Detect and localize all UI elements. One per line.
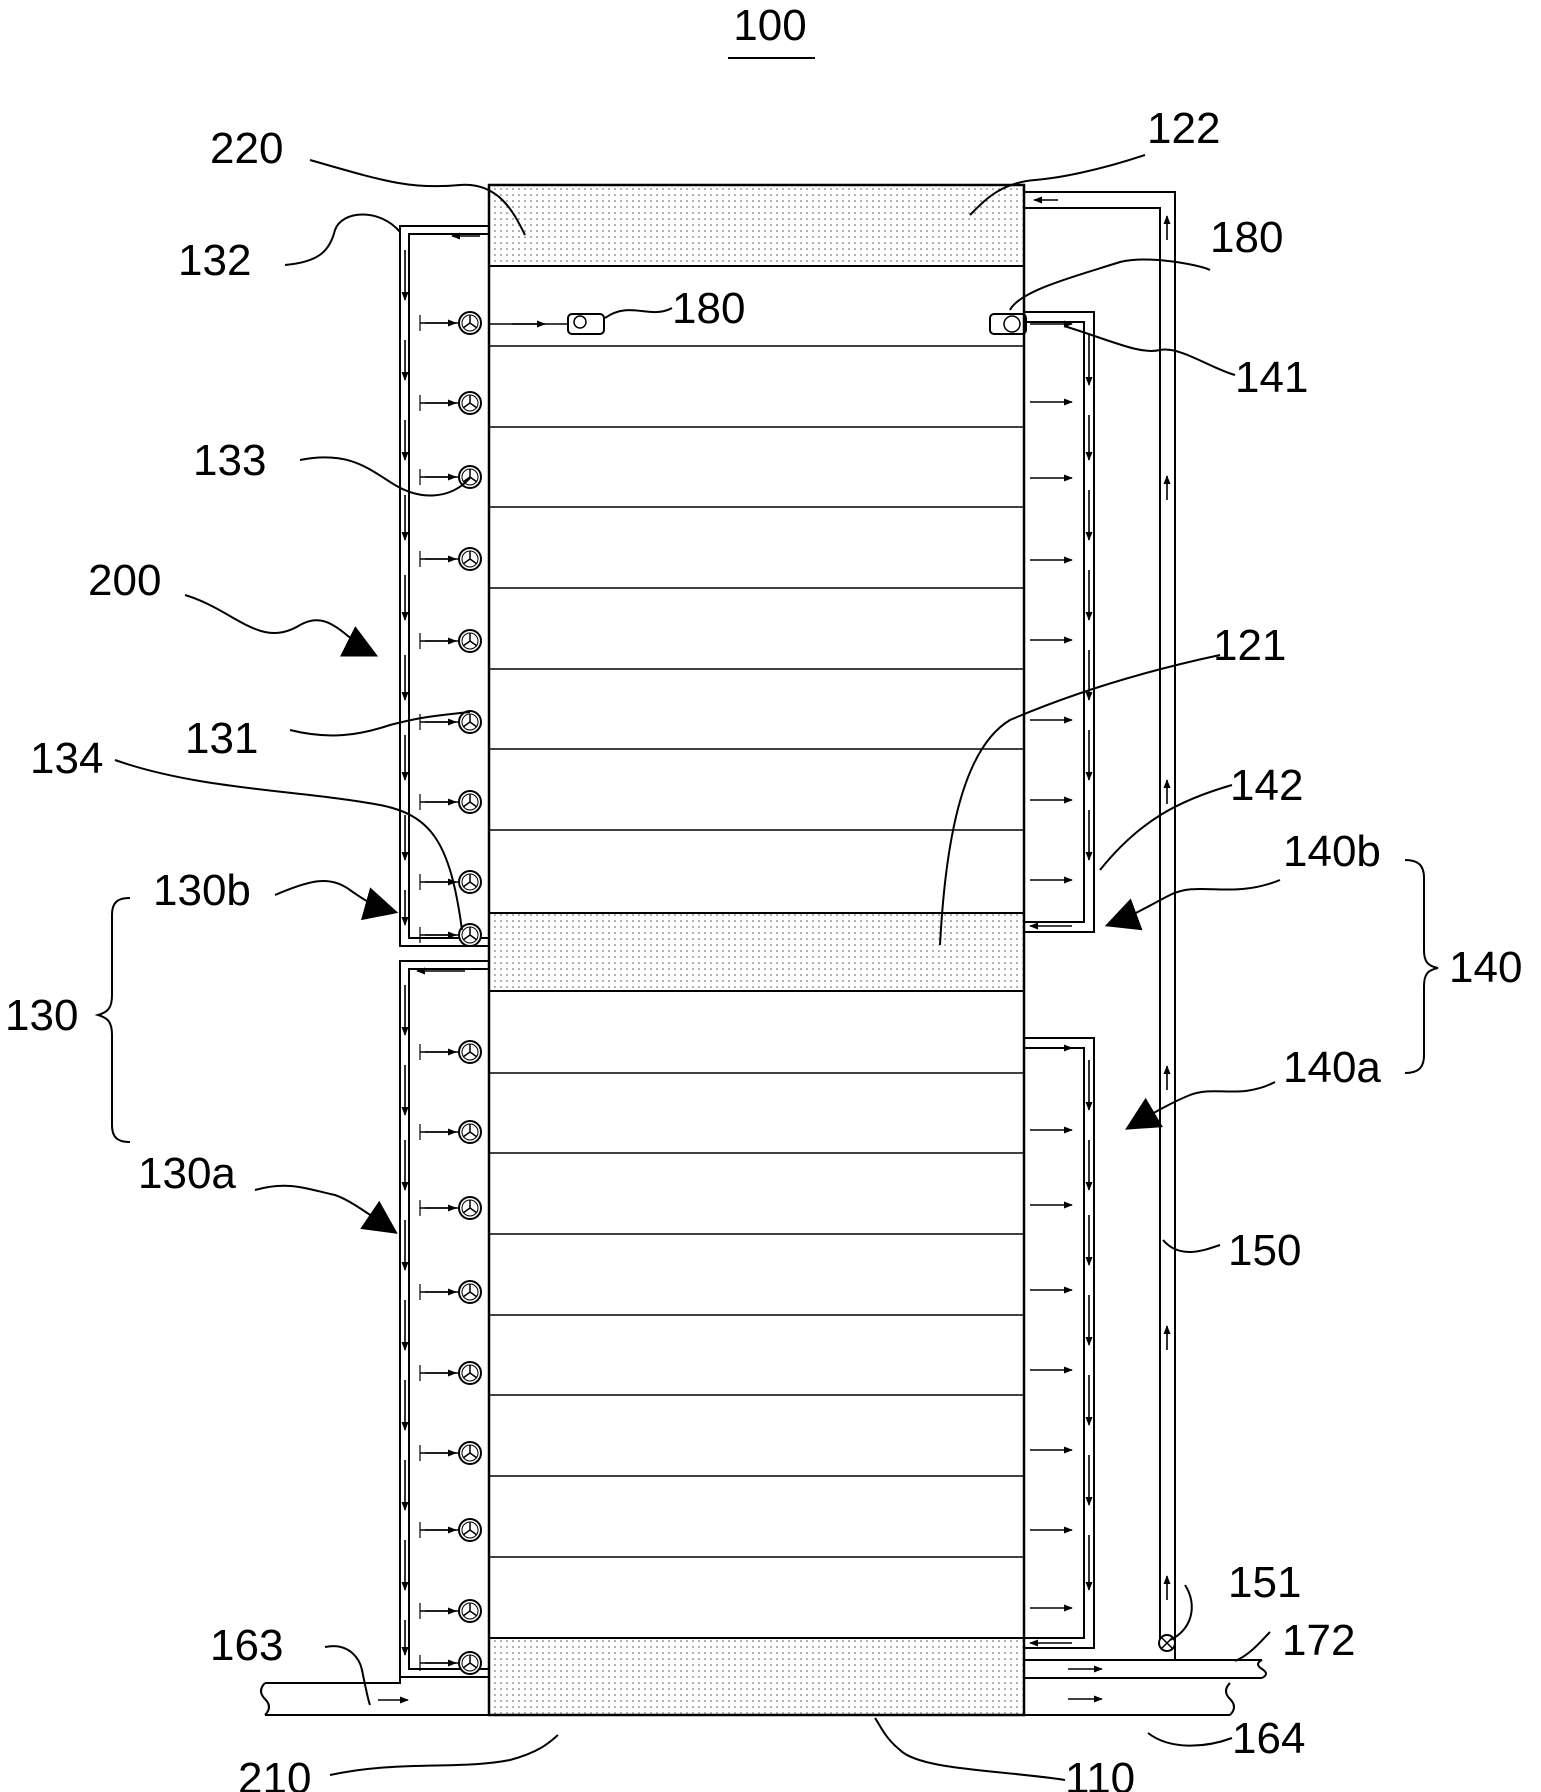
label-131: 131	[185, 714, 258, 763]
label-140a: 140a	[1283, 1043, 1381, 1092]
label-140: 140	[1449, 943, 1522, 992]
label-134: 134	[30, 734, 103, 783]
bottom-header-chamber	[490, 1638, 1023, 1714]
left-manifold-upper	[399, 225, 490, 947]
label-130b: 130b	[153, 866, 251, 915]
label-180-left: 180	[672, 284, 745, 333]
pump-icon	[458, 311, 482, 335]
label-220: 220	[210, 124, 283, 173]
right-manifold-upper	[1023, 311, 1095, 933]
inlet-pipe-163	[260, 1677, 489, 1716]
label-140b: 140b	[1283, 827, 1381, 876]
label-133: 133	[193, 436, 266, 485]
brace-130	[94, 897, 131, 1143]
pump-icon	[458, 1599, 482, 1623]
brace-140	[1404, 859, 1439, 1074]
pump-icon	[458, 1651, 482, 1675]
label-151: 151	[1228, 1558, 1301, 1607]
label-141: 141	[1235, 353, 1308, 402]
sensor-right	[989, 313, 1027, 335]
label-200: 200	[88, 556, 161, 605]
label-110: 110	[1065, 1754, 1135, 1792]
label-150: 150	[1228, 1226, 1301, 1275]
cell-dividers	[489, 345, 1024, 1558]
label-142: 142	[1230, 761, 1303, 810]
label-132: 132	[178, 236, 251, 285]
outlet-pipe-164	[1024, 1682, 1235, 1716]
pump-icon	[458, 391, 482, 415]
figure-title: 100	[733, 1, 806, 50]
label-180-right: 180	[1210, 213, 1283, 262]
valve-icon	[1158, 1634, 1176, 1652]
label-172: 172	[1282, 1616, 1355, 1665]
sensor-icon	[1003, 315, 1021, 333]
outlet-pipe-172	[1024, 1659, 1267, 1679]
pump-icon	[458, 1441, 482, 1465]
pump-icon	[458, 1120, 482, 1144]
sensor-icon	[573, 315, 587, 329]
pump-icon	[458, 1280, 482, 1304]
pump-icon	[458, 710, 482, 734]
label-122: 122	[1147, 104, 1220, 153]
pump-icon	[458, 1196, 482, 1220]
label-164: 164	[1232, 1714, 1305, 1763]
label-121: 121	[1213, 621, 1286, 670]
sensor-left	[489, 313, 605, 335]
pump-icon	[458, 1518, 482, 1542]
pump-icon	[458, 1040, 482, 1064]
label-210: 210	[238, 1754, 311, 1792]
pump-icon	[458, 1361, 482, 1385]
pump-icon	[458, 870, 482, 894]
label-163: 163	[210, 1621, 283, 1670]
pump-icon	[458, 547, 482, 571]
stack-body	[487, 183, 1026, 1717]
leader-lines	[114, 154, 1271, 1781]
pointer-arrows	[184, 594, 1281, 1234]
pump-icon	[458, 629, 482, 653]
pump-icon	[458, 923, 482, 947]
middle-header-chamber	[490, 913, 1023, 991]
label-130: 130	[5, 991, 78, 1040]
left-branch-details	[401, 232, 482, 1675]
right-branch-details	[1029, 320, 1093, 1647]
top-header-chamber	[490, 186, 1023, 266]
label-130a: 130a	[138, 1149, 236, 1198]
pump-icon	[458, 790, 482, 814]
left-manifold-lower	[399, 960, 490, 1678]
